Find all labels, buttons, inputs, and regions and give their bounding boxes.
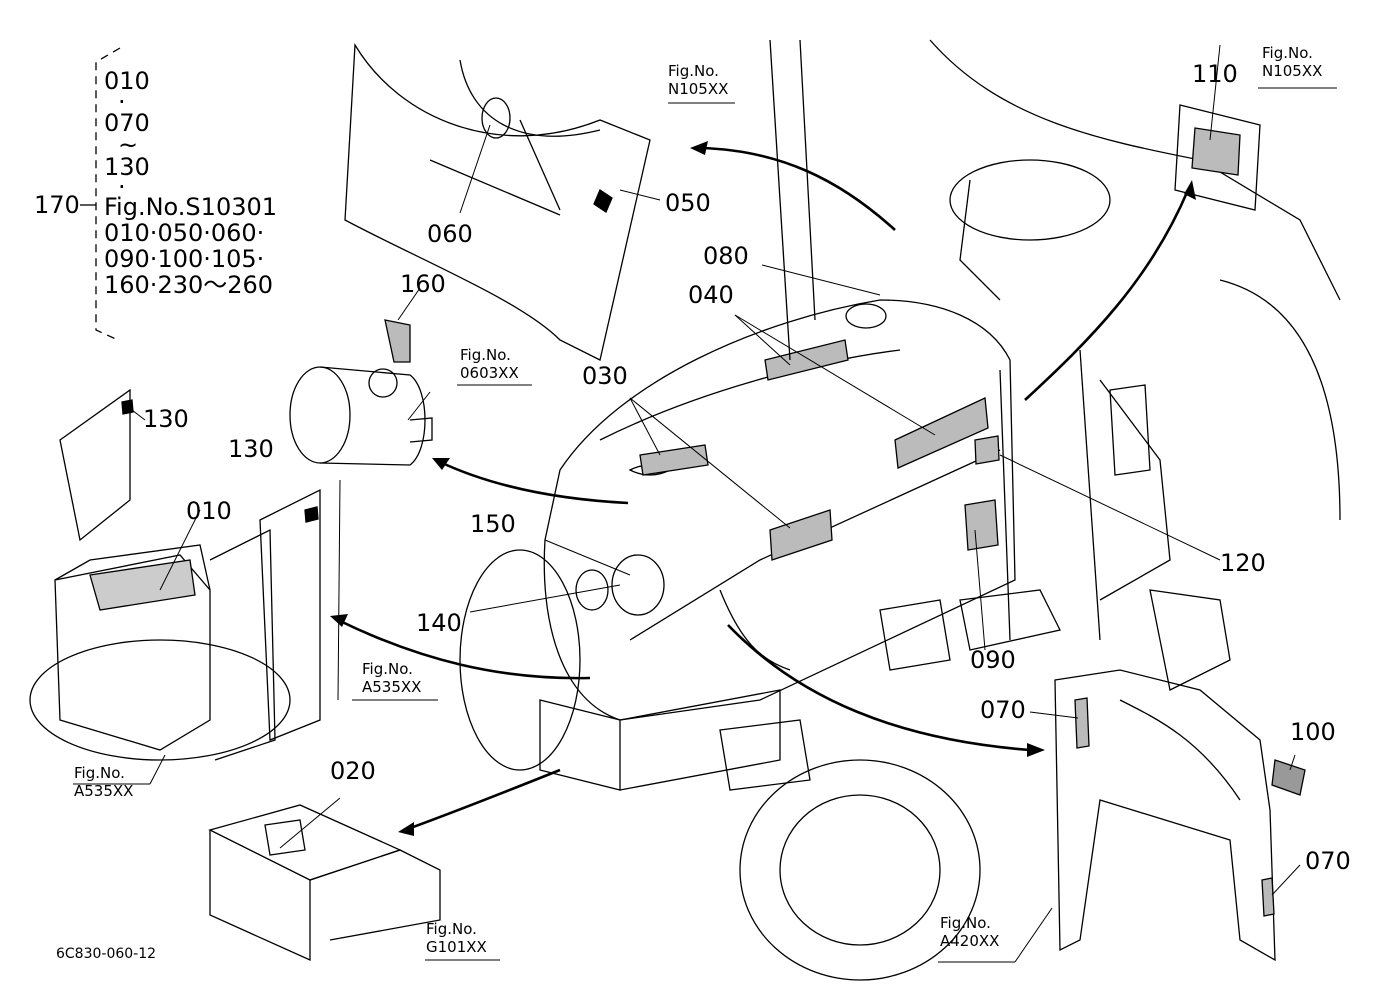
figref-n105-top: Fig.No. N105XX [668, 62, 728, 98]
callout-030: 030 [582, 362, 628, 390]
air-cleaner [289, 319, 433, 466]
figref-n105-right: Fig.No. N105XX [1262, 44, 1322, 80]
figref-a535-left: Fig.No. A535XX [74, 764, 133, 800]
front-bracket [208, 804, 441, 962]
callout-160: 160 [400, 270, 446, 298]
legend-line: 090·100·105· [104, 245, 265, 273]
callout-040: 040 [688, 281, 734, 309]
radiator-support [1054, 669, 1306, 962]
diagram-reference-number: 6C830-060-12 [56, 946, 157, 962]
decal-bracket [1174, 104, 1261, 211]
legend-line: · [118, 173, 126, 201]
figref-a420: Fig.No. A420XX [940, 914, 999, 950]
fender-panel [344, 42, 651, 361]
figref-label: Fig.No. [460, 346, 511, 364]
figref-label: Fig.No. [362, 660, 413, 678]
figref-code: A535XX [362, 678, 422, 696]
figref-label: Fig.No. [940, 914, 991, 932]
callout-010: 010 [186, 497, 232, 525]
figref-code: A420XX [940, 932, 1000, 950]
figref-code: G101XX [426, 938, 487, 956]
figref-code: 0603XX [460, 364, 519, 382]
figref-label: Fig.No. [1262, 44, 1313, 62]
front-frame [459, 549, 981, 981]
callout-080: 080 [703, 242, 749, 270]
battery-assembly [29, 388, 321, 761]
legend-bracket [95, 47, 121, 341]
callout-090: 090 [970, 646, 1016, 674]
figref-label: Fig.No. [74, 764, 125, 782]
callout-020: 020 [330, 757, 376, 785]
figref-label: Fig.No. [668, 62, 719, 80]
legend-line: ~ [118, 131, 139, 159]
figref-code: N105XX [668, 80, 729, 98]
figref-label: Fig.No. [426, 920, 477, 938]
callout-170: 170 [34, 191, 80, 219]
legend-line: Fig.No.S10301 [104, 193, 278, 221]
callout-050: 050 [665, 189, 711, 217]
operator-station [769, 39, 1341, 691]
callout-110: 110 [1192, 60, 1238, 88]
callout-140: 140 [416, 609, 462, 637]
hood [543, 299, 1016, 721]
callout-060: 060 [427, 220, 473, 248]
legend-170: 010 · 070 ~ 130 · Fig.No.S10301 010·050·… [104, 68, 277, 298]
callout-070-lower: 070 [1305, 847, 1351, 875]
reference-arrows [337, 146, 1190, 832]
callout-120: 120 [1220, 549, 1266, 577]
callout-150: 150 [470, 510, 516, 538]
legend-line: 130 [104, 153, 150, 181]
legend-line: 010 [104, 67, 150, 95]
arrow-heads [330, 141, 1196, 836]
legend-line: 160·230～260 [104, 271, 274, 299]
callout-130-left: 130 [143, 405, 189, 433]
figref-code: A535XX [74, 782, 134, 800]
leader-lines [73, 44, 1337, 963]
callout-100: 100 [1290, 718, 1336, 746]
legend-line: · [118, 88, 126, 116]
figref-code: N105XX [1262, 62, 1323, 80]
callout-070-upper: 070 [980, 696, 1026, 724]
figref-0603: Fig.No. 0603XX [460, 346, 519, 382]
legend-line: 070 [104, 109, 150, 137]
figref-g101: Fig.No. G101XX [426, 920, 487, 956]
figref-a535-mid: Fig.No. A535XX [362, 660, 421, 696]
legend-line: 010·050·060· [104, 219, 265, 247]
callout-130-right: 130 [228, 435, 274, 463]
